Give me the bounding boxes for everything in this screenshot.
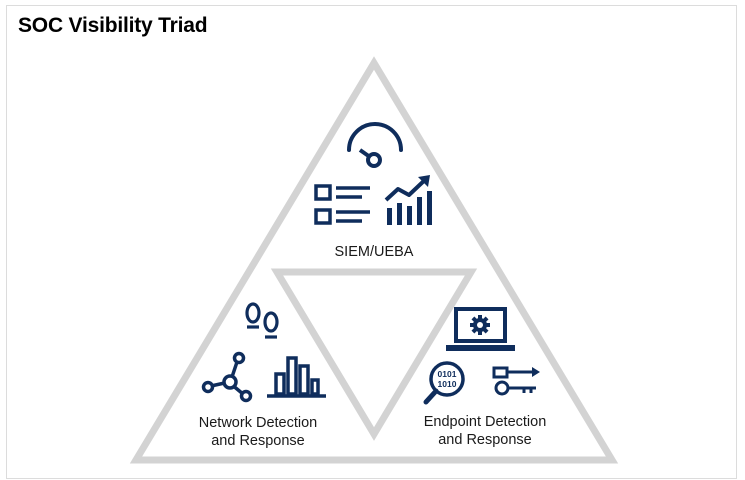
inner-triangle <box>270 268 478 441</box>
keys-icon <box>492 366 540 396</box>
siem-section: SIEM/UEBA <box>314 122 432 260</box>
gauge-icon <box>347 122 403 168</box>
ndr-label-line2: and Response <box>211 433 305 449</box>
binary-text-line2: 1010 <box>438 379 457 389</box>
edr-label-line2: and Response <box>438 432 532 448</box>
bar-chart-icon <box>267 356 326 398</box>
figure-frame <box>6 5 737 479</box>
edr-label-line1: Endpoint Detection <box>424 414 547 430</box>
outer-triangle <box>129 56 619 464</box>
edr-section: 0101 1010 Endpoint Detection and Respons… <box>423 307 547 448</box>
trend-chart-icon <box>384 175 432 225</box>
laptop-gear-icon <box>446 307 515 351</box>
siem-label: SIEM/UEBA <box>335 244 414 260</box>
ndr-section: Network Detection and Response <box>199 302 326 449</box>
binary-magnifier-icon: 0101 1010 <box>423 361 465 405</box>
binary-text-line1: 0101 <box>438 369 457 379</box>
network-nodes-icon <box>201 351 253 403</box>
list-icon <box>314 184 370 225</box>
ndr-label-line1: Network Detection <box>199 415 317 431</box>
gear-icon <box>470 315 490 335</box>
page-title: SOC Visibility Triad <box>18 14 208 37</box>
footprints-icon <box>245 302 279 339</box>
